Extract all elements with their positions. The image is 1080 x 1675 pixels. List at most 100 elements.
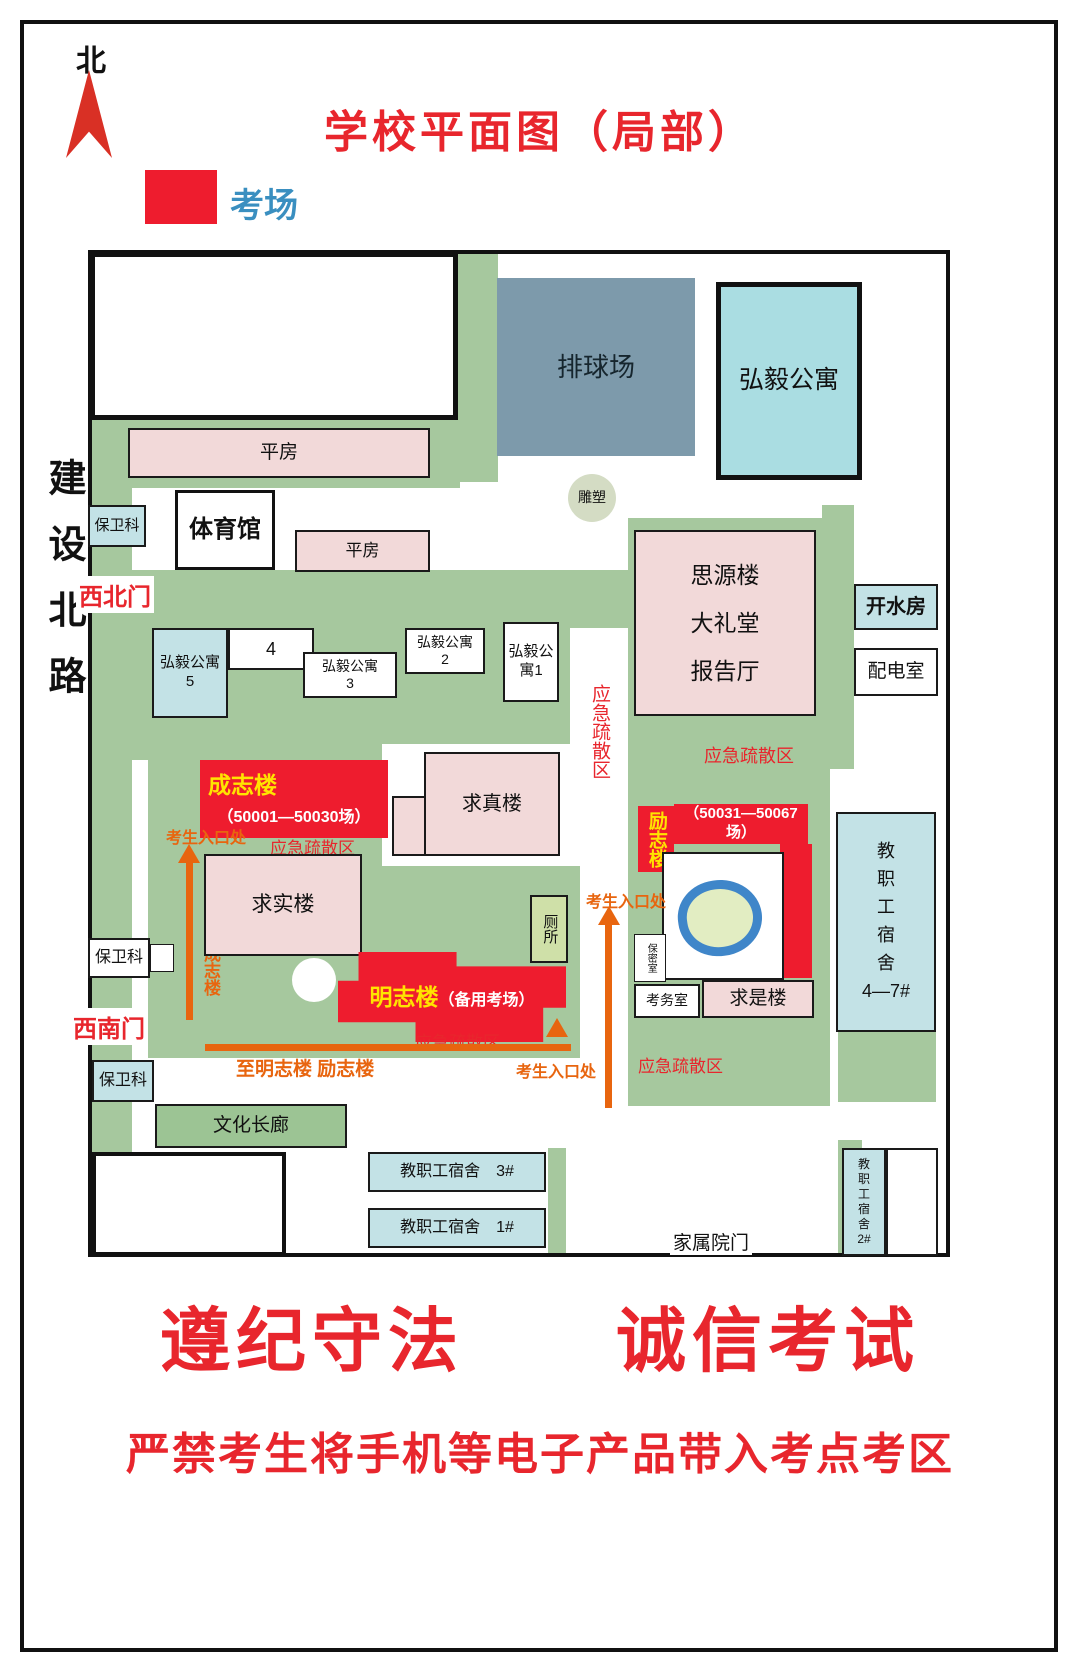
qiushi-lou: 求是楼 xyxy=(702,980,814,1018)
security-office-top-label: 保卫科 xyxy=(94,516,140,534)
hongyi-apartment-main: 弘毅公寓 xyxy=(716,282,862,480)
hongyi-3-label: 弘毅公寓 3 xyxy=(322,657,378,692)
legend-exam-label: 考场 xyxy=(230,187,298,225)
evacuation-label-1: 应急疏散区 xyxy=(704,746,794,766)
road-name: 建设北路 xyxy=(42,458,84,722)
path-circle xyxy=(292,958,336,1002)
volleyball-court: 排球场 xyxy=(497,278,695,456)
entrance-arrow-mid-icon xyxy=(598,906,620,925)
lizhi-name: 励志楼 xyxy=(645,810,667,868)
staff-dorm-1: 教职工宿舍 1# xyxy=(368,1208,546,1248)
bungalow-1-label: 平房 xyxy=(259,442,298,464)
bungalow-2-label: 平房 xyxy=(345,541,380,561)
evacuation-label-vertical: 应急疏散区 xyxy=(589,684,610,779)
chengzhi-name: 成志楼 xyxy=(208,772,277,798)
secret-room-label: 保密室 xyxy=(645,943,657,973)
entrance-arrow-left-line xyxy=(186,862,193,1020)
entrance-label-left: 考生入口处 xyxy=(166,830,247,847)
entrance-arrow-left-icon xyxy=(178,844,200,863)
siyuan-hall-label: 思源楼 大礼堂 报告厅 xyxy=(690,561,760,685)
chengzhi-range: （50001—50030场） xyxy=(217,809,371,826)
lawn-area xyxy=(458,252,498,482)
evacuation-label-3: 应急疏散区 xyxy=(270,839,355,858)
evacuation-label-5: 应急疏散区 xyxy=(638,1057,723,1076)
compass-north-label: 北 xyxy=(76,45,106,78)
hongyi-2-label: 弘毅公寓 2 xyxy=(417,633,473,668)
security-office-bottom-label: 保卫科 xyxy=(98,1072,147,1089)
entrance-arrow-bottom-icon xyxy=(546,1018,568,1037)
mingzhi-note: （备用考场） xyxy=(438,991,535,1009)
staff-dorm-3-label: 教职工宿舍 3# xyxy=(400,1163,514,1180)
lizhi-range-box: （50031—50067场） xyxy=(674,804,808,844)
qiushi-shi-label: 求实楼 xyxy=(251,892,315,916)
campus-boundary xyxy=(88,250,950,1257)
security-office-top: 保卫科 xyxy=(88,505,146,547)
exam-affairs-room: 考务室 xyxy=(634,984,700,1018)
exam-affairs-label: 考务室 xyxy=(646,992,688,1009)
lawn-area xyxy=(548,1148,566,1254)
power-room: 配电室 xyxy=(854,648,938,696)
bottom-right-block xyxy=(886,1148,938,1256)
gymnasium-label: 体育馆 xyxy=(189,516,261,543)
page-border xyxy=(20,20,1058,1652)
qiushi-shi-building: 求实楼 xyxy=(204,854,362,956)
legend-exam-swatch xyxy=(145,170,217,224)
qiuzhen-label: 求真楼 xyxy=(462,792,522,815)
to-mingzhi-label: 至明志楼 励志楼 xyxy=(236,1059,375,1080)
staff-dorm-2-label: 教 职 工 宿 舍 2# xyxy=(857,1157,871,1246)
lizhi-east-wing xyxy=(780,844,812,978)
hongyi-apartment-5: 弘毅公寓 5 xyxy=(152,628,228,718)
security-office-mid: 保卫科 xyxy=(88,938,150,978)
boiler-room-label: 开水房 xyxy=(866,595,926,618)
bungalow-2: 平房 xyxy=(295,530,430,572)
hongyi-apartment-2: 弘毅公寓 2 xyxy=(405,628,485,674)
sculpture: 雕塑 xyxy=(568,474,616,522)
siyuan-hall: 思源楼 大礼堂 报告厅 xyxy=(634,530,816,716)
security-office-mid-label: 保卫科 xyxy=(94,949,143,966)
slogan-main: 遵纪守法 诚信考试 xyxy=(160,1302,920,1380)
sculpture-label: 雕塑 xyxy=(578,489,606,506)
hongyi-apartment-label: 弘毅公寓 xyxy=(738,366,839,395)
staff-dorm-4-7-label: 教 职 工 宿 舍 4—7# xyxy=(861,841,911,1001)
hongyi-4-label: 4 xyxy=(265,638,276,659)
hongyi-apartment-4: 4 xyxy=(228,628,314,670)
lawn-area xyxy=(838,1030,936,1102)
gate-southwest: 西南门 xyxy=(70,1008,148,1045)
guard-booth xyxy=(150,944,174,972)
staff-dorm-4-7: 教 职 工 宿 舍 4—7# xyxy=(836,812,936,1032)
staff-dorm-2: 教 职 工 宿 舍 2# xyxy=(842,1148,886,1256)
route-line-bottom xyxy=(205,1044,571,1051)
boiler-room: 开水房 xyxy=(854,584,938,630)
entrance-arrow-mid-line xyxy=(605,924,612,1108)
mingzhi-name: 明志楼 xyxy=(369,983,439,1010)
power-room-label: 配电室 xyxy=(867,661,925,683)
qiuzhen-building: 求真楼 xyxy=(424,752,560,856)
security-office-bottom: 保卫科 xyxy=(92,1060,154,1102)
bottom-left-block xyxy=(92,1152,286,1256)
volleyball-court-label: 排球场 xyxy=(556,351,635,382)
toilet: 厕所 xyxy=(530,895,568,963)
page-title: 学校平面图（局部） xyxy=(324,108,756,157)
toilet-label: 厕所 xyxy=(541,914,559,944)
hongyi-5-label: 弘毅公寓 5 xyxy=(159,654,220,690)
gate-northwest: 西北门 xyxy=(76,576,154,613)
lawn-area xyxy=(822,505,854,769)
playground-block xyxy=(90,252,458,420)
culture-corridor: 文化长廊 xyxy=(155,1104,347,1148)
gate-family-yard: 家属院门 xyxy=(670,1228,753,1255)
qiuzhen-wing xyxy=(392,796,428,856)
staff-dorm-3: 教职工宿舍 3# xyxy=(368,1152,546,1192)
hongyi-apartment-3: 弘毅公寓 3 xyxy=(303,652,397,698)
lizhi-range: （50031—50067场） xyxy=(684,805,798,841)
culture-corridor-label: 文化长廊 xyxy=(212,1115,289,1137)
chengzhi-building: 成志楼 （50001—50030场） xyxy=(200,760,388,838)
staff-dorm-1-label: 教职工宿舍 1# xyxy=(400,1219,514,1236)
entrance-label-bottom: 考生入口处 xyxy=(516,1064,597,1081)
bungalow-1: 平房 xyxy=(128,428,430,478)
hongyi-apartment-1: 弘毅公寓1 xyxy=(503,622,559,702)
qiushi-lou-label: 求是楼 xyxy=(729,988,787,1010)
hongyi-1-label: 弘毅公寓1 xyxy=(508,643,554,679)
slogan-warning: 严禁考生将手机等电子产品带入考点考区 xyxy=(126,1430,954,1479)
gymnasium: 体育馆 xyxy=(175,490,275,570)
